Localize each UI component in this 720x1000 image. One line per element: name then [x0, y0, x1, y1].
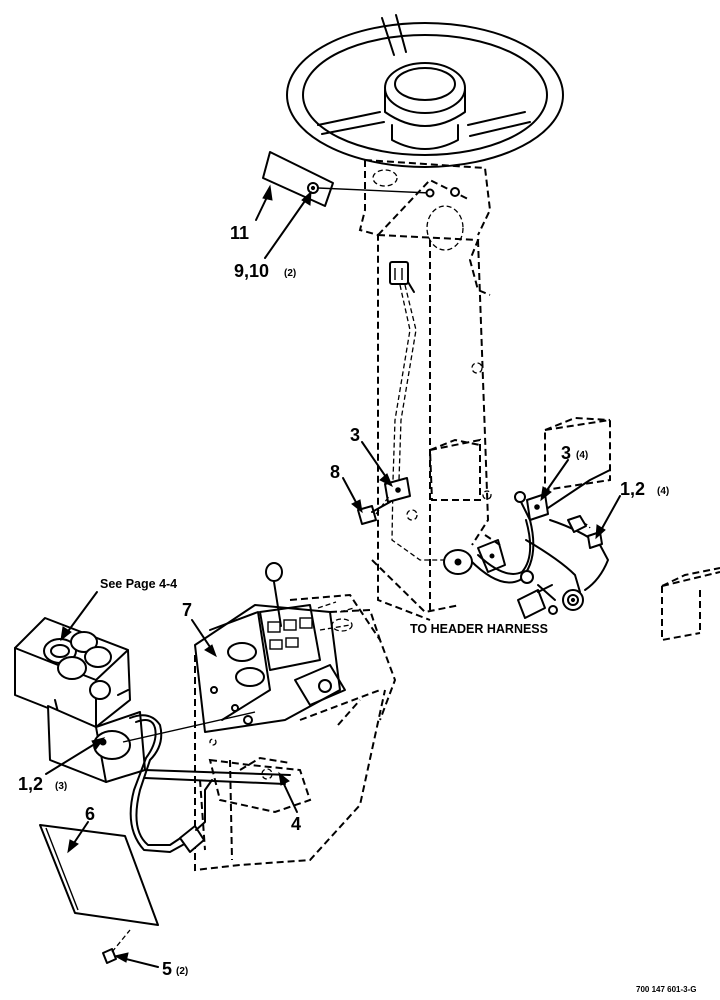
- callout-number: 3: [561, 443, 571, 463]
- harness-nut: [514, 491, 526, 503]
- callout-number: 1,2: [18, 774, 43, 794]
- callout-1-2-right: 1,2 (4): [620, 479, 669, 499]
- callout-number: 1,2: [620, 479, 645, 499]
- callout-9-10: 9,10 (2): [234, 261, 296, 281]
- callout-quantity: (2): [284, 268, 296, 279]
- steering-wheel: [286, 14, 564, 168]
- cover-plate-6: [39, 824, 159, 926]
- console-panel: [194, 562, 346, 733]
- callout-quantity: (4): [657, 486, 669, 497]
- callout-3-column: 3: [350, 425, 360, 445]
- side-bracket: [661, 567, 720, 642]
- callout-3-harness: 3 (4): [561, 443, 588, 463]
- callout-quantity: (3): [55, 781, 67, 792]
- harness-plug: [517, 584, 553, 619]
- callout-number: 9,10: [234, 261, 269, 281]
- callout-8: 8: [330, 462, 340, 482]
- screw-5: [102, 929, 131, 964]
- figure-reference: 700 147 601-3-G: [636, 985, 697, 994]
- steering-column: [358, 159, 611, 621]
- screw-9-10: [307, 182, 319, 194]
- callout-number: 7: [182, 600, 192, 620]
- callout-number: 4: [291, 814, 301, 834]
- callout-quantity: (4): [576, 450, 588, 461]
- see-page-note: See Page 4-4: [100, 577, 177, 591]
- mount-bracket: [443, 515, 587, 575]
- callout-1-2-left: 1,2 (3): [18, 774, 67, 794]
- callout-number: 5: [162, 959, 172, 979]
- leader-bracket-to-column: [317, 187, 431, 194]
- callout-7: 7: [182, 600, 192, 620]
- callout-number: 8: [330, 462, 340, 482]
- leader-housing-screw: [122, 711, 256, 743]
- callout-5: 5 (2): [162, 959, 188, 979]
- harness-nut-lower: [520, 570, 534, 584]
- gauge-cable: [129, 714, 291, 853]
- screw-8: [357, 501, 391, 525]
- callout-arrows: [45, 184, 621, 968]
- gauge-housing: [14, 617, 146, 783]
- callout-number: 11: [230, 223, 249, 243]
- to-header-harness-note: TO HEADER HARNESS: [410, 622, 548, 636]
- column-nut: [450, 187, 460, 197]
- harness-socket: [548, 589, 584, 615]
- callout-number: 3: [350, 425, 360, 445]
- callout-11: 11: [230, 223, 249, 243]
- column-hole: [425, 188, 435, 198]
- callout-6: 6: [85, 804, 95, 824]
- callout-4: 4: [291, 814, 301, 834]
- callout-quantity: (2): [176, 966, 188, 977]
- callout-number: 6: [85, 804, 95, 824]
- column-connector: [389, 261, 415, 293]
- clip-3-harness: [526, 493, 549, 521]
- decal-plate-11: [262, 151, 334, 207]
